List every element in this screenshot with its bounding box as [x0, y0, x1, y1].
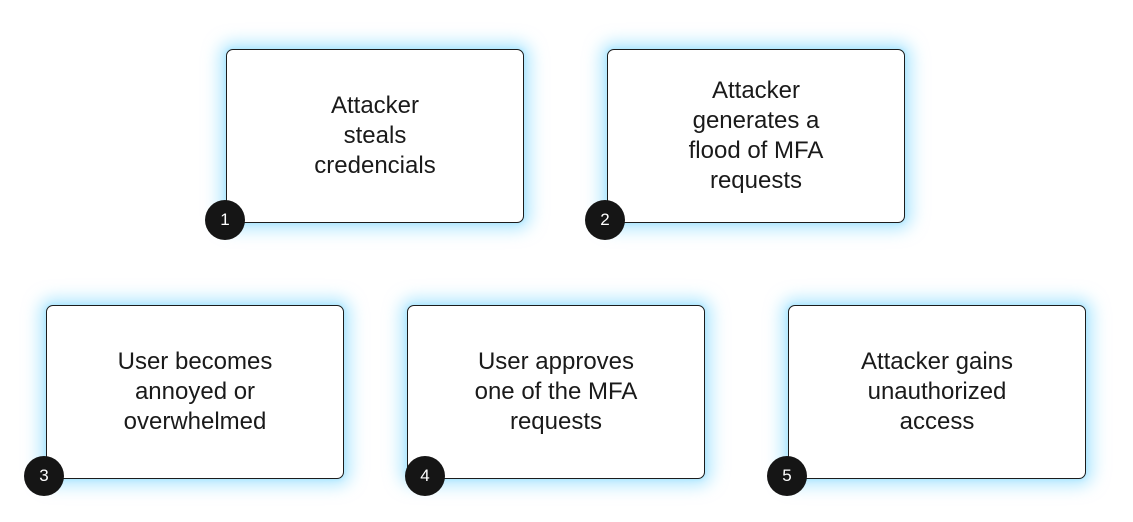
step-3-number-badge: 3 [24, 456, 64, 496]
step-1-number-badge: 1 [205, 200, 245, 240]
step-card-4: User approves one of the MFA requests [407, 305, 705, 479]
step-2-number-badge: 2 [585, 200, 625, 240]
step-5-text: Attacker gains unauthorized access [860, 348, 1014, 435]
step-card-5: Attacker gains unauthorized access [788, 305, 1086, 479]
step-card-1: Attacker steals credencials [226, 49, 524, 223]
step-1-text: Attacker steals credencials [314, 92, 436, 179]
step-3-text: User becomes annoyed or overwhelmed [117, 348, 273, 435]
step-4-number-badge: 4 [405, 456, 445, 496]
step-card-2: Attacker generates a flood of MFA reques… [607, 49, 905, 223]
step-4-text: User approves one of the MFA requests [474, 348, 638, 435]
step-5-number-badge: 5 [767, 456, 807, 496]
step-2-text: Attacker generates a flood of MFA reques… [688, 77, 824, 194]
step-card-3: User becomes annoyed or overwhelmed [46, 305, 344, 479]
